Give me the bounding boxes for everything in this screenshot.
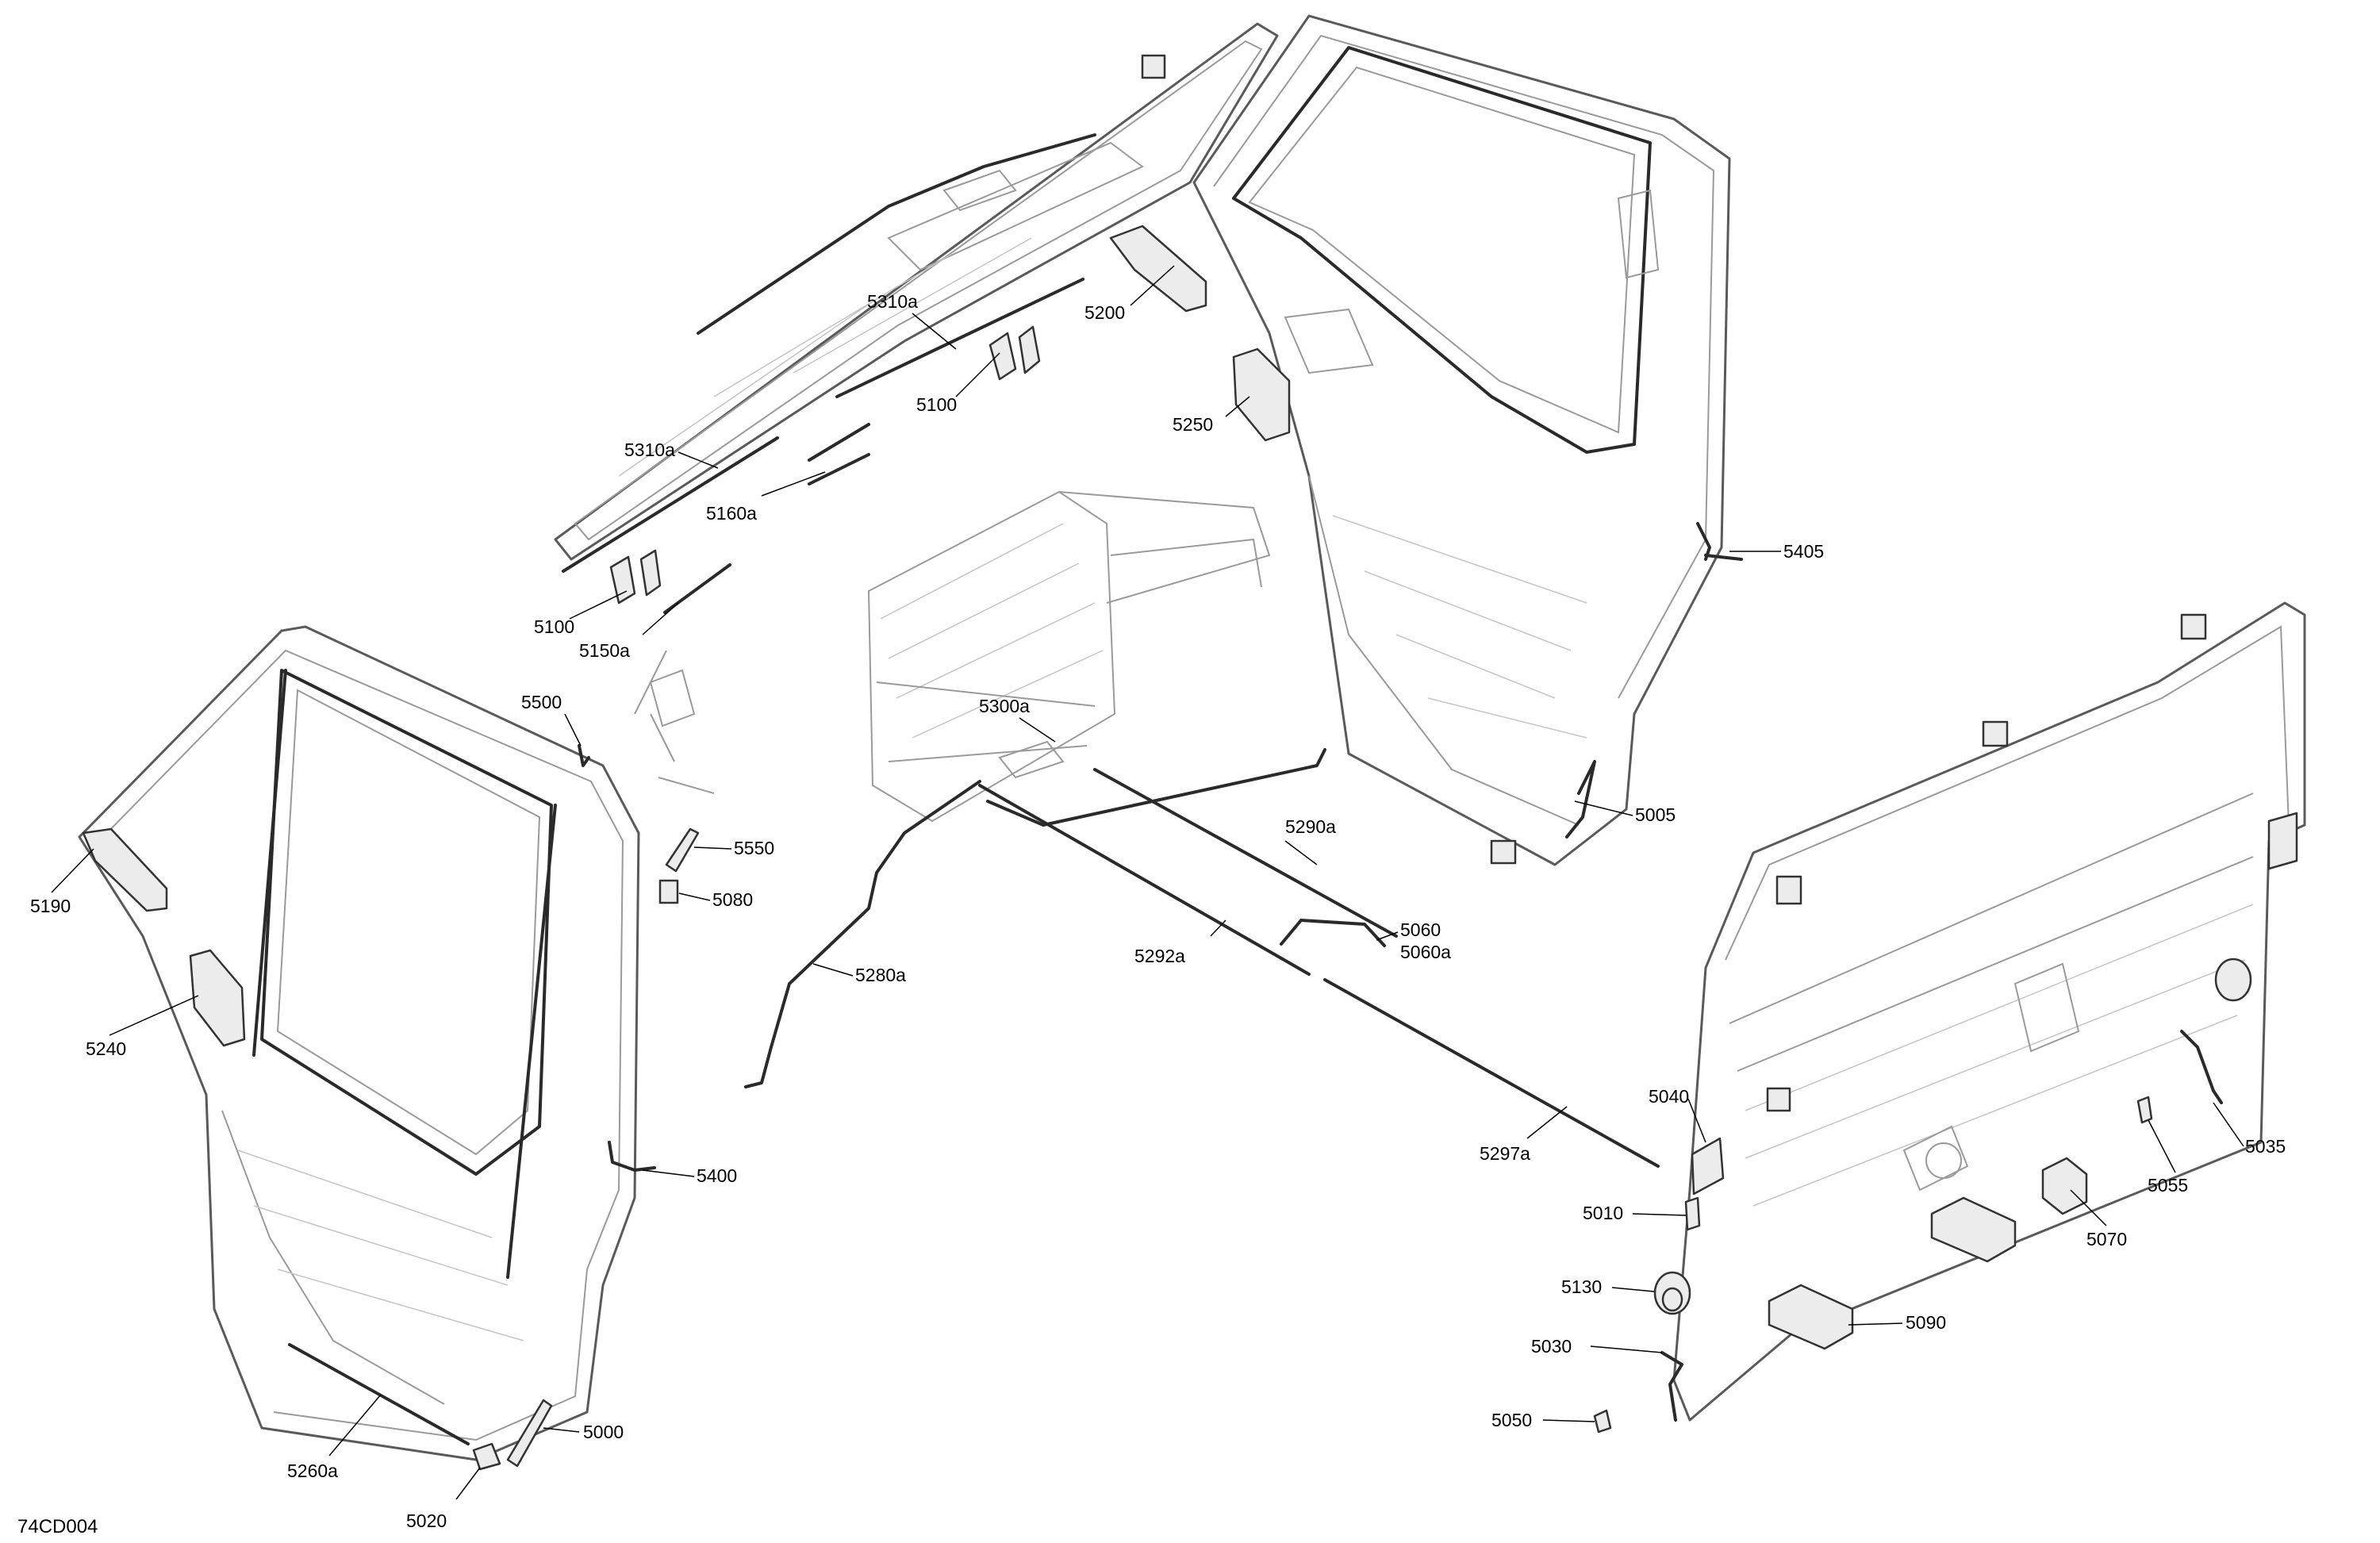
callout-5190: 5190 — [30, 896, 71, 916]
callout-5100-left: 5100 — [534, 616, 574, 637]
grommet-5135 — [2214, 958, 2252, 1002]
bracket-5060 — [1280, 919, 1386, 947]
seal-strips-5160a — [808, 423, 870, 486]
callout-5260a: 5260a — [287, 1460, 338, 1481]
callout-5060: 5060 — [1400, 919, 1441, 940]
callout-5160a: 5160a — [706, 503, 757, 524]
callout-5310a-top: 5310a — [867, 291, 918, 312]
tube-5290a — [986, 748, 1398, 938]
figure-reference: 74CD004 — [17, 1516, 98, 1537]
callout-5250: 5250 — [1173, 414, 1213, 435]
pin-5055 — [2136, 1096, 2153, 1124]
callout-5500: 5500 — [521, 692, 562, 712]
hinge-bracket-5100-left — [609, 549, 662, 605]
pad-5250 — [1232, 347, 1291, 442]
seal-5005 — [1490, 760, 1596, 865]
callout-5035: 5035 — [2245, 1136, 2286, 1157]
callout-5070: 5070 — [2086, 1229, 2127, 1249]
rear-panel-assembly — [1672, 601, 2306, 1422]
callout-5100-top: 5100 — [916, 394, 957, 415]
callout-5292a: 5292a — [1134, 946, 1185, 966]
mount-5040 — [1691, 1137, 1725, 1196]
callout-5240: 5240 — [86, 1038, 126, 1059]
callout-5010: 5010 — [1583, 1203, 1623, 1223]
callout-5030: 5030 — [1531, 1336, 1572, 1357]
center-box-assembly — [867, 490, 1271, 823]
tube-5292a — [978, 784, 1311, 976]
grommet-5130 — [1653, 1271, 1691, 1315]
tube-5280a — [744, 780, 981, 1088]
callout-5405: 5405 — [1783, 541, 1824, 562]
callout-5130: 5130 — [1561, 1276, 1602, 1297]
latch-5400 — [608, 1141, 656, 1172]
strip-5550 — [665, 827, 700, 873]
rod-5035 — [2180, 1030, 2223, 1104]
clip-5010 — [1684, 1196, 1701, 1231]
callout-5020: 5020 — [406, 1510, 447, 1531]
block-5020 — [472, 1442, 501, 1471]
hinge-bracket-5100-top — [988, 325, 1041, 381]
seal-strip-5310a-top — [835, 278, 1084, 398]
callout-5150a: 5150a — [579, 640, 630, 661]
callout-5005: 5005 — [1635, 804, 1676, 825]
seal-strip-5310a-left — [562, 436, 779, 573]
tube-5297a — [1323, 978, 1660, 1168]
tray-5090 — [1768, 1196, 2017, 1350]
callout-5400: 5400 — [697, 1165, 737, 1186]
callout-5060a: 5060a — [1400, 942, 1451, 962]
right-door-assembly — [1192, 14, 1731, 866]
latch-5405 — [1696, 522, 1743, 561]
leader-lines — [51, 265, 2244, 1500]
callout-5090: 5090 — [1906, 1312, 1946, 1333]
callout-5050: 5050 — [1491, 1410, 1532, 1430]
rod-5030 — [1660, 1351, 1683, 1422]
block-5070 — [2041, 1157, 2088, 1215]
left-door-assembly — [78, 625, 715, 1461]
callout-5300a: 5300a — [979, 696, 1030, 716]
callout-5550: 5550 — [734, 838, 774, 858]
block-5050 — [1593, 1409, 1612, 1434]
callout-5080: 5080 — [712, 889, 753, 910]
rod-5150a — [663, 563, 731, 614]
callout-5000: 5000 — [583, 1422, 624, 1442]
roof-panel-assembly — [554, 22, 1279, 561]
strip-5200 — [1109, 225, 1207, 313]
pad-5240 — [189, 949, 246, 1047]
clip-5500 — [578, 744, 590, 767]
hinge-5190 — [82, 827, 168, 912]
callout-5055: 5055 — [2148, 1175, 2188, 1196]
seal-5000 — [506, 1399, 553, 1468]
callout-labels: 5310a 5200 5100 5250 5310a 5160a 5405 51… — [30, 291, 2286, 1531]
callout-5280a: 5280a — [855, 965, 906, 985]
block-5080 — [658, 879, 679, 904]
callout-5297a: 5297a — [1480, 1143, 1530, 1164]
seal-strip-5260a — [288, 1343, 470, 1445]
callout-5040: 5040 — [1649, 1086, 1689, 1107]
callout-5200: 5200 — [1084, 302, 1125, 323]
callout-5290a: 5290a — [1285, 816, 1336, 837]
callout-5310a-left: 5310a — [624, 439, 675, 460]
